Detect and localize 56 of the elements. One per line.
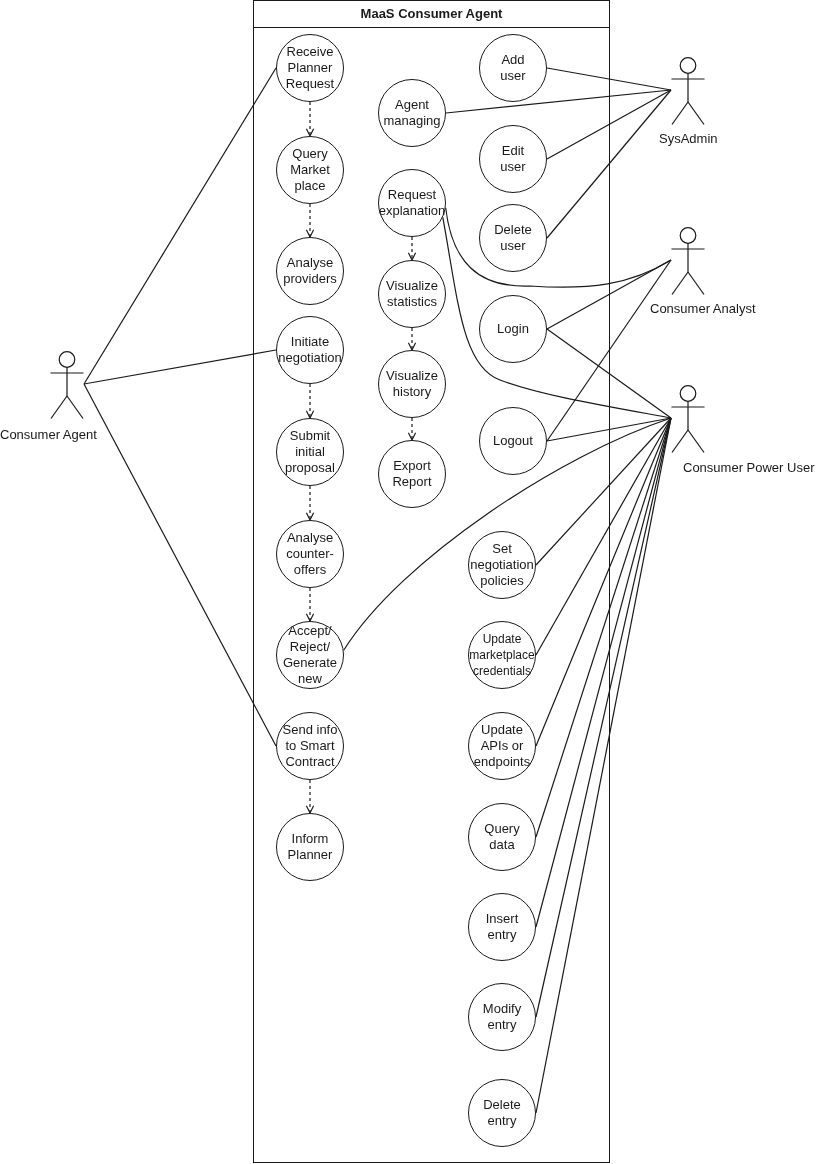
association-line bbox=[546, 259, 672, 442]
dashed-arrow bbox=[407, 417, 417, 441]
use-case-label: Delete entry bbox=[483, 1097, 521, 1129]
association-line bbox=[546, 259, 672, 330]
use-case-label: Submit initial proposal bbox=[285, 428, 335, 476]
association-line bbox=[442, 216, 672, 419]
use-case-label: Add user bbox=[500, 52, 526, 84]
association-line bbox=[535, 417, 672, 838]
use-case-label: Visualize statistics bbox=[386, 278, 438, 310]
use-case-label: Logout bbox=[493, 433, 533, 449]
use-case-label: Delete user bbox=[494, 222, 532, 254]
association-line bbox=[546, 328, 672, 419]
association-line bbox=[83, 67, 277, 385]
association-line bbox=[535, 417, 672, 656]
dashed-arrow bbox=[305, 587, 315, 622]
use-case-label: Send info to Smart Contract bbox=[281, 722, 339, 770]
use-case-label: Request explanation bbox=[378, 187, 446, 219]
association-line bbox=[546, 67, 672, 91]
use-case-label: Export Report bbox=[392, 458, 432, 490]
use-case-label: Analyse providers bbox=[283, 255, 337, 287]
actor-label: Consumer Analyst bbox=[650, 301, 756, 317]
use-case-label: Update marketplace credentials bbox=[469, 631, 535, 679]
use-case-label: Query data bbox=[484, 821, 520, 853]
association-line bbox=[445, 89, 672, 114]
use-case-label: Initiate negotiation bbox=[278, 334, 342, 366]
use-case-label: Visualize history bbox=[386, 368, 438, 400]
dashed-arrow bbox=[305, 779, 315, 814]
association-line bbox=[83, 383, 277, 747]
use-case-label: Modify entry bbox=[482, 1001, 522, 1033]
use-case-label: Accept/ Reject/ Generate new bbox=[282, 623, 338, 687]
use-case-label: Query Market place bbox=[290, 146, 330, 194]
association-line bbox=[535, 417, 672, 566]
use-case-label: Edit user bbox=[500, 143, 526, 175]
association-line bbox=[546, 89, 672, 160]
dashed-arrow bbox=[305, 101, 315, 137]
system-title: MaaS Consumer Agent bbox=[360, 6, 503, 22]
dashed-arrow bbox=[305, 203, 315, 238]
dashed-arrow bbox=[305, 485, 315, 521]
dashed-arrow bbox=[407, 236, 417, 261]
use-case-label: Agent managing bbox=[383, 97, 441, 129]
use-case-label: Inform Planner bbox=[287, 831, 333, 863]
actor-label: SysAdmin bbox=[659, 131, 718, 147]
use-case-label: Set negotiation policies bbox=[470, 541, 534, 589]
use-case-label: Update APIs or endpoints bbox=[473, 722, 531, 770]
use-case-label: Receive Planner Request bbox=[285, 44, 335, 92]
dashed-arrow bbox=[305, 383, 315, 419]
use-case-label: Analyse counter-offers bbox=[286, 530, 334, 578]
dashed-arrow bbox=[407, 327, 417, 351]
actor-label: Consumer Power User bbox=[683, 460, 815, 476]
use-case-label: Login bbox=[497, 321, 529, 337]
system-boundary bbox=[253, 0, 610, 1163]
association-line bbox=[546, 89, 672, 239]
actor-label: Consumer Agent bbox=[0, 427, 97, 443]
association-line bbox=[343, 417, 672, 651]
association-line bbox=[83, 349, 277, 385]
use-case-label: Insert entry bbox=[485, 911, 519, 943]
